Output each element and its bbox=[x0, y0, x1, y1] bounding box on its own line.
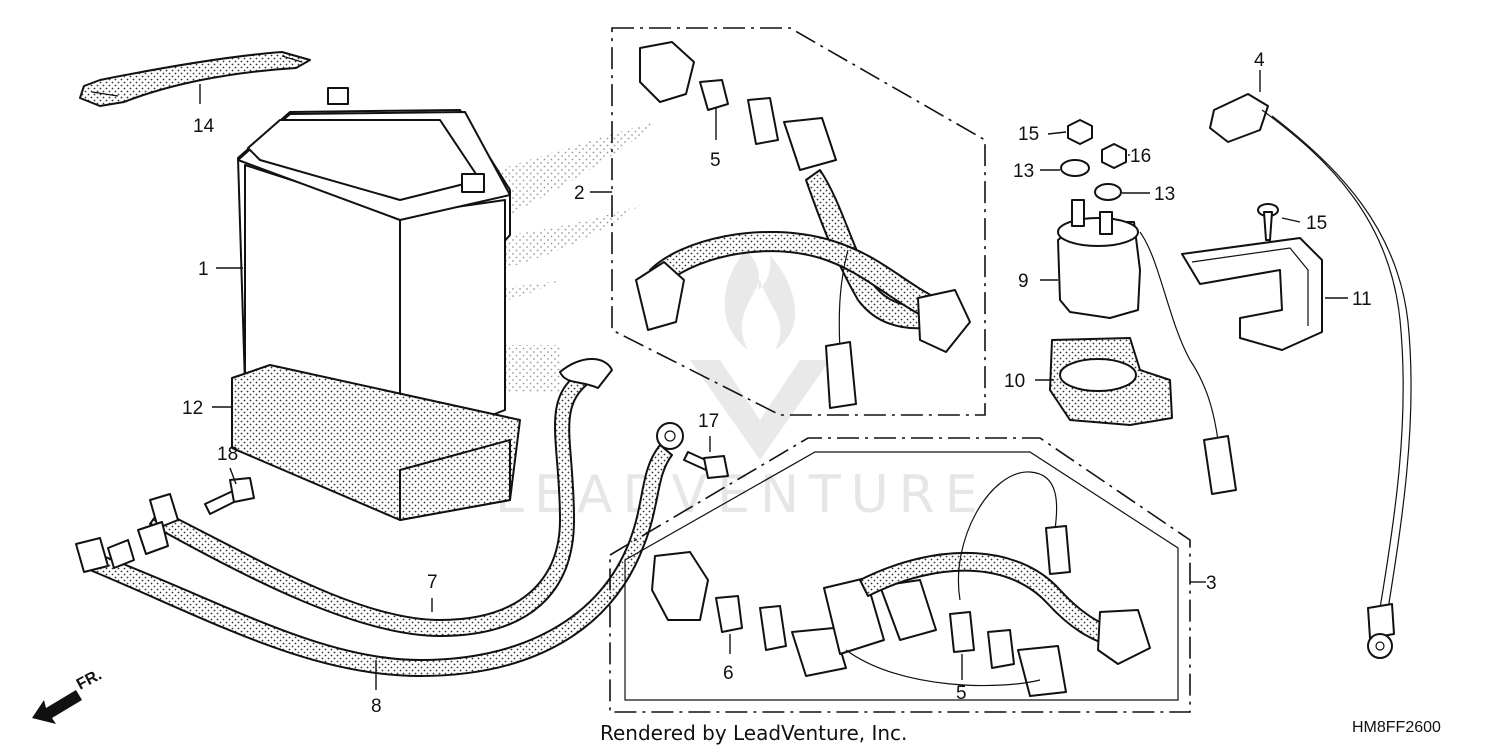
harness-icon bbox=[651, 471, 1151, 697]
battery-band-icon bbox=[79, 51, 311, 107]
harness-icon bbox=[635, 41, 971, 409]
battery-icon bbox=[237, 87, 511, 451]
callout-9: 9 bbox=[1018, 271, 1029, 292]
washer-icon bbox=[1060, 159, 1090, 177]
credit-text: Rendered by LeadVenture, Inc. bbox=[600, 721, 907, 745]
bolt-icon bbox=[204, 477, 255, 515]
diagram-code: HM8FF2600 bbox=[1352, 719, 1441, 736]
battery-cable-icon bbox=[137, 358, 613, 637]
callout-5-upper: 5 bbox=[710, 150, 721, 171]
callout-7: 7 bbox=[427, 572, 438, 593]
nut-icon bbox=[1067, 119, 1093, 145]
relay-holder-icon bbox=[1049, 337, 1173, 426]
harness-kit-2 bbox=[611, 27, 986, 416]
battery-cable-icon bbox=[75, 422, 684, 677]
callout-18: 18 bbox=[217, 444, 238, 465]
callout-5-lower: 5 bbox=[956, 683, 967, 704]
callout-1: 1 bbox=[198, 259, 209, 280]
callout-15-right: 16 bbox=[1130, 146, 1151, 167]
callout-2: 2 bbox=[574, 183, 585, 204]
callout-17: 17 bbox=[698, 411, 719, 432]
callout-4: 4 bbox=[1254, 50, 1265, 71]
watermark-text: LEADVENTURE bbox=[495, 465, 988, 525]
callout-6: 6 bbox=[723, 663, 734, 684]
callout-12: 12 bbox=[182, 398, 203, 419]
callout-15-left: 15 bbox=[1018, 124, 1039, 145]
battery-pad-icon bbox=[231, 364, 521, 521]
callout-8: 8 bbox=[371, 696, 382, 717]
callout-3: 3 bbox=[1206, 573, 1217, 594]
nut-icon bbox=[1101, 143, 1127, 169]
callout-11: 11 bbox=[1352, 289, 1372, 310]
bolt-icon bbox=[683, 451, 729, 479]
screw-icon bbox=[1257, 203, 1279, 241]
starter-relay-icon bbox=[1057, 199, 1237, 495]
callout-13-left: 13 bbox=[1013, 161, 1034, 182]
starter-cable-icon bbox=[1209, 93, 1412, 659]
callout-13-right: 13 bbox=[1154, 184, 1175, 205]
relay-cover-icon bbox=[1181, 237, 1323, 351]
washer-icon bbox=[1094, 183, 1122, 201]
front-direction-indicator: FR. bbox=[32, 666, 105, 724]
callout-10: 10 bbox=[1004, 371, 1025, 392]
harness-kit-3 bbox=[609, 437, 1191, 713]
callout-16: 14 bbox=[193, 116, 215, 137]
front-label: FR. bbox=[74, 666, 105, 693]
leader-lines bbox=[199, 70, 1348, 690]
flame-logo-icon bbox=[690, 250, 830, 460]
callout-14: 15 bbox=[1306, 213, 1327, 234]
